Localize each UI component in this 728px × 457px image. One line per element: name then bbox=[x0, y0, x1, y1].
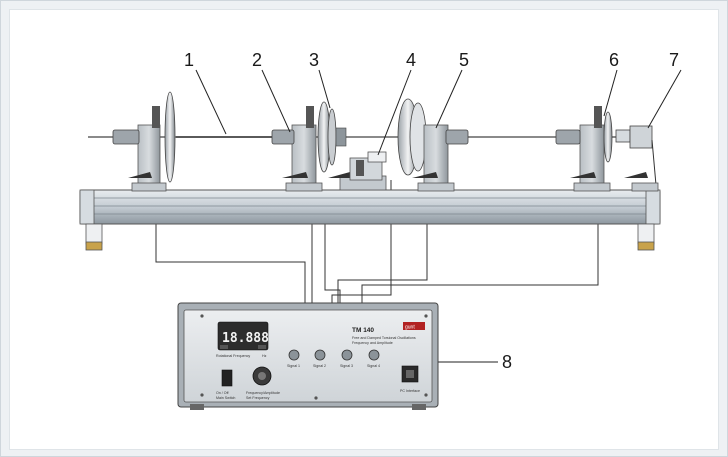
bearing-stand-5 bbox=[412, 124, 469, 192]
device-subtitle-2: Frequency and Amplitude bbox=[352, 341, 393, 345]
power-label-2: Main Switch bbox=[216, 396, 235, 400]
callout-6: 6 bbox=[609, 50, 619, 70]
display-value: 18.888 bbox=[222, 331, 269, 346]
flywheel-disc-3 bbox=[317, 101, 347, 173]
signal-socket-3[interactable] bbox=[341, 349, 353, 361]
callout-labels: 1 2 3 4 5 6 7 8 bbox=[184, 50, 679, 372]
angle-sensor bbox=[615, 125, 659, 192]
knob-label-2: Set Frequency bbox=[246, 396, 270, 400]
frequency-display bbox=[217, 321, 269, 351]
power-switch[interactable] bbox=[221, 369, 233, 387]
signal-socket-1[interactable] bbox=[288, 349, 300, 361]
callout-leaders bbox=[195, 69, 682, 363]
callout-3: 3 bbox=[309, 50, 319, 70]
signal-label-2: Signal 2 bbox=[313, 364, 326, 368]
cable-5 bbox=[337, 190, 428, 316]
power-label-1: On / Off bbox=[216, 391, 229, 395]
signal-sockets: Signal 1 Signal 2 Signal 3 Signal 4 bbox=[287, 349, 380, 368]
bearing-stand-6 bbox=[555, 106, 613, 192]
brand-logo: gunt bbox=[405, 325, 415, 331]
device-model: TM 140 bbox=[352, 327, 374, 334]
callout-4: 4 bbox=[406, 50, 416, 70]
callout-1: 1 bbox=[184, 50, 194, 70]
measurement-unit: 18.888 Rotational Frequency Hz TM 140 gu… bbox=[177, 302, 439, 410]
signal-socket-2[interactable] bbox=[314, 349, 326, 361]
signal-label-3: Signal 3 bbox=[340, 364, 353, 368]
flywheel-disc-large bbox=[397, 98, 427, 176]
cable-1 bbox=[155, 190, 306, 316]
signal-socket-4[interactable] bbox=[368, 349, 380, 361]
rail-feet bbox=[85, 223, 655, 251]
cable-6 bbox=[361, 190, 599, 316]
callout-5: 5 bbox=[459, 50, 469, 70]
display-label-left: Rotational Frequency bbox=[216, 354, 250, 358]
flywheel-disc-left bbox=[164, 91, 176, 183]
bearing-stand-2 bbox=[271, 106, 323, 192]
display-label-right: Hz bbox=[262, 354, 267, 358]
device-subtitle-1: Free and Damped Torsional Oscillations bbox=[352, 336, 416, 340]
signal-label-4: Signal 4 bbox=[367, 364, 380, 368]
callout-8: 8 bbox=[502, 352, 512, 372]
bearing-stand-left bbox=[112, 106, 167, 192]
callout-7: 7 bbox=[669, 50, 679, 70]
knob-label-1: Frequency/Amplitude bbox=[246, 391, 280, 395]
connector-label: PC Interface bbox=[400, 389, 420, 393]
signal-label-1: Signal 1 bbox=[287, 364, 300, 368]
damper-unit bbox=[328, 151, 387, 191]
callout-2: 2 bbox=[252, 50, 262, 70]
base-rail bbox=[79, 189, 661, 225]
